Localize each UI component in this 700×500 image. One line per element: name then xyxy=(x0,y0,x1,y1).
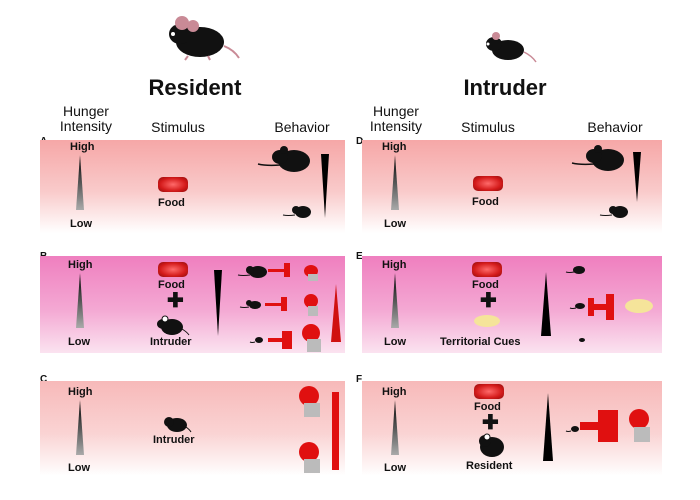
mouse-icon xyxy=(571,145,624,171)
mouse-icon xyxy=(157,315,190,336)
panel-e-food-label: Food xyxy=(472,279,499,291)
panel-c-high-label: High xyxy=(68,386,93,398)
panel-a-high-label: High xyxy=(70,141,95,153)
food-pellet-icon xyxy=(473,176,503,191)
mouse-icon xyxy=(565,426,579,432)
panel-e-low-label: Low xyxy=(384,336,406,348)
rat-icon xyxy=(302,324,321,352)
mouse-icon xyxy=(239,300,261,309)
gradient-wedge-icon xyxy=(331,284,341,342)
stimulus-header-right: Stimulus xyxy=(461,119,515,135)
panel-a-food-label: Food xyxy=(158,197,185,209)
mouse-icon xyxy=(282,206,311,218)
rat-icon xyxy=(304,265,318,281)
food-pellet-icon xyxy=(158,177,188,192)
panel-letter-f: F xyxy=(356,374,363,385)
resident-title: Resident xyxy=(148,75,242,100)
panel-c-band xyxy=(40,381,345,476)
food-pellet-icon xyxy=(474,384,504,399)
panel-c-low-label: Low xyxy=(68,462,90,474)
gradient-wedge-icon xyxy=(214,270,222,336)
rat-icon xyxy=(629,409,650,442)
inhibition-icon xyxy=(580,410,618,442)
resident-mouse-icon xyxy=(169,16,240,61)
gradient-wedge-icon xyxy=(541,272,551,336)
panel-letter-e: E xyxy=(356,251,363,262)
panel-f-low-label: Low xyxy=(384,462,406,474)
panel-letter-c: C xyxy=(40,374,48,385)
mouse-icon xyxy=(569,303,585,309)
food-pellet-icon xyxy=(158,262,188,277)
inhibition-icon xyxy=(265,297,287,311)
panel-f-high-label: High xyxy=(382,386,407,398)
panel-d-food-label: Food xyxy=(472,196,499,208)
gradient-wedge-icon xyxy=(633,152,641,202)
food-pellet-icon xyxy=(472,262,502,277)
mouse-icon xyxy=(164,417,192,433)
gradient-wedge-icon xyxy=(76,400,84,455)
gradient-wedge-icon xyxy=(391,400,399,455)
gradient-wedge-icon xyxy=(391,155,399,210)
panel-d-low-label: Low xyxy=(384,218,406,230)
mouse-icon xyxy=(479,433,504,457)
territorial-cue-icon xyxy=(474,315,500,327)
hunger-intensity-header-left: Hunger Intensity xyxy=(59,103,113,134)
panel-a-low-label: Low xyxy=(70,218,92,230)
panel-c-intruder-label: Intruder xyxy=(153,434,195,446)
territorial-cue-icon xyxy=(625,299,653,313)
stimulus-header-left: Stimulus xyxy=(151,119,205,135)
hunger-intensity-header-right: Hunger Intensity xyxy=(369,103,423,134)
panel-b-band xyxy=(40,256,345,353)
panel-b-low-label: Low xyxy=(68,336,90,348)
inhibition-icon xyxy=(268,263,290,277)
panel-b-high-label: High xyxy=(68,259,93,271)
inhibition-icon xyxy=(588,294,614,320)
intruder-mouse-icon xyxy=(486,32,537,63)
mouse-icon xyxy=(599,206,628,218)
panel-letter-d: D xyxy=(356,136,364,147)
panel-d-high-label: High xyxy=(382,141,407,153)
panel-b-food-label: Food xyxy=(158,279,185,291)
behavior-header-left: Behavior xyxy=(274,119,330,135)
panel-b-intruder-label: Intruder xyxy=(150,336,192,348)
plus-icon: ✚ xyxy=(167,290,184,312)
panel-f-food-label: Food xyxy=(474,401,501,413)
behavior-header-right: Behavior xyxy=(587,119,643,135)
inhibition-icon xyxy=(268,331,292,349)
panel-f-resident-label: Resident xyxy=(466,460,513,472)
gradient-wedge-icon xyxy=(321,154,329,218)
panel-e-high-label: High xyxy=(382,259,407,271)
gradient-wedge-icon xyxy=(543,393,553,461)
mouse-icon xyxy=(237,266,267,278)
rat-icon xyxy=(299,442,320,473)
mouse-icon xyxy=(249,337,263,343)
mouse-icon xyxy=(579,338,585,342)
mouse-icon xyxy=(565,266,585,274)
rat-icon xyxy=(299,386,320,417)
panel-c-behavior-bar xyxy=(332,392,339,470)
gradient-wedge-icon xyxy=(76,155,84,210)
plus-icon: ✚ xyxy=(482,412,499,434)
rat-icon xyxy=(304,294,318,316)
intruder-title: Intruder xyxy=(463,75,547,100)
gradient-wedge-icon xyxy=(76,273,84,328)
gradient-wedge-icon xyxy=(391,273,399,328)
mouse-icon xyxy=(257,146,310,172)
panel-e-territorial-cues-label: Territorial Cues xyxy=(440,336,521,348)
plus-icon: ✚ xyxy=(480,290,497,312)
